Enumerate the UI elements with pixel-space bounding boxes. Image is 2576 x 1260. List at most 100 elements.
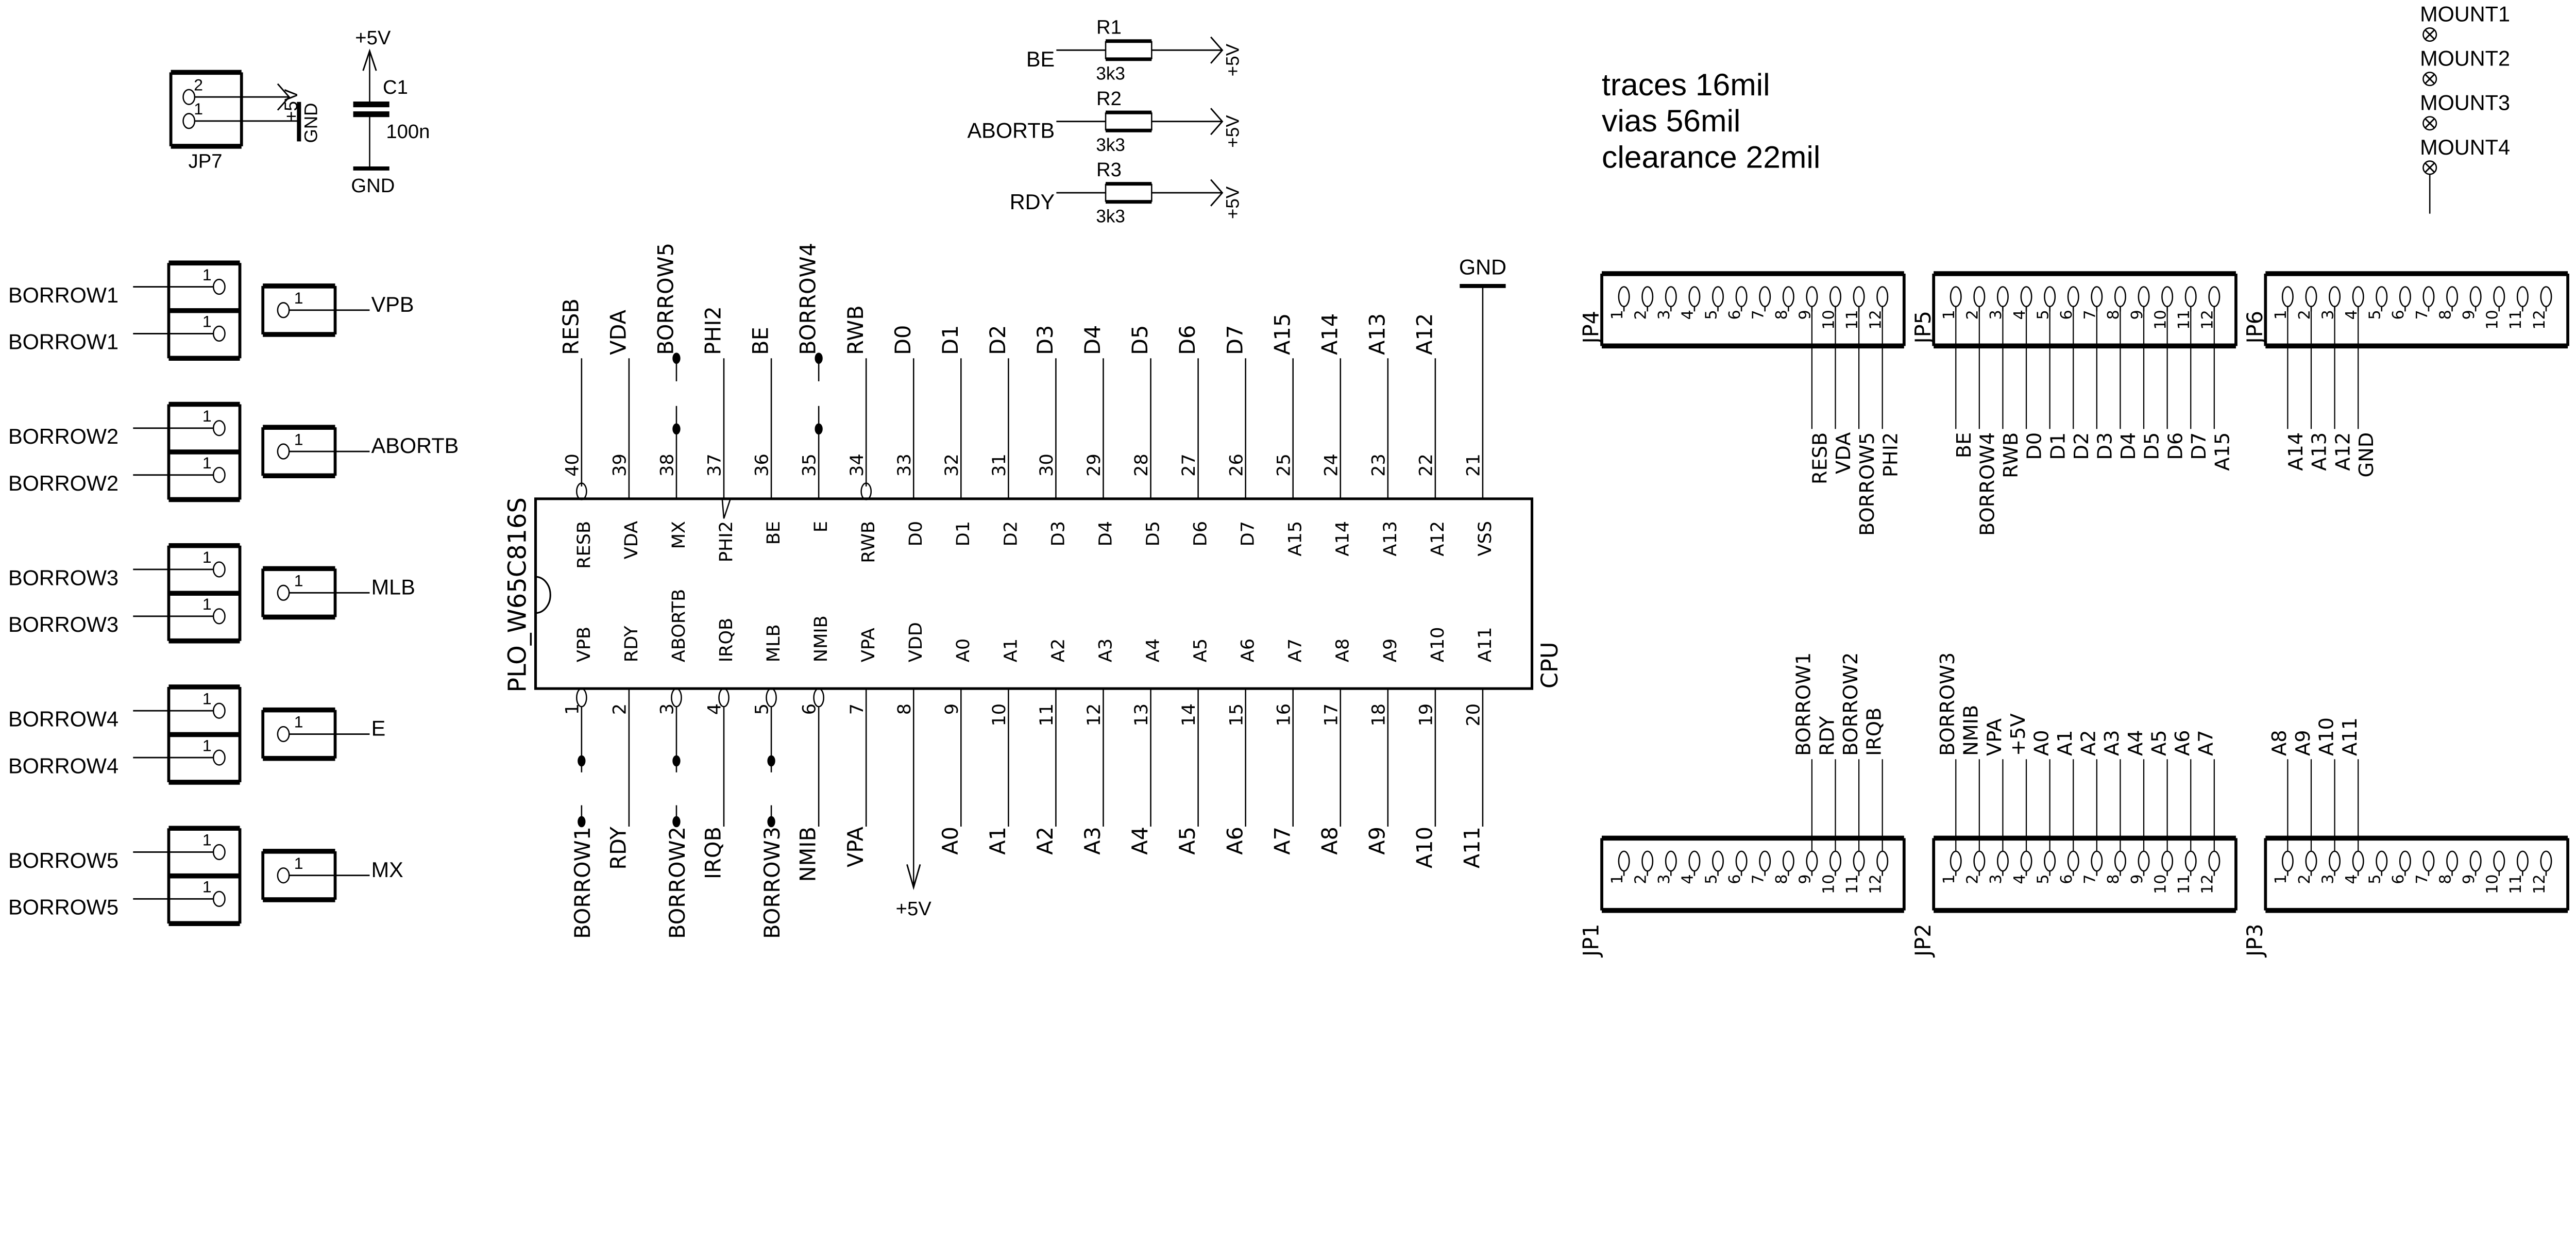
header-name: JP2	[1911, 923, 1936, 958]
cpu-pin-name: D5	[1142, 521, 1163, 546]
jp7-pad	[182, 89, 196, 105]
cpu-pin-name: A7	[1285, 639, 1306, 662]
header-pin-number: 5	[2366, 875, 2384, 884]
jumper-pad	[212, 608, 226, 625]
resistor-value: 3k3	[1096, 135, 1125, 155]
supply-5v-arrow-icon	[362, 48, 377, 71]
cpu-pin-name: RWB	[858, 521, 879, 563]
header-pin-number: 3	[1655, 875, 1673, 884]
header-pin-number: 4	[2011, 310, 2029, 320]
header-pin-number: 3	[1987, 875, 2005, 884]
cpu-pin-name: VSS	[1475, 521, 1496, 557]
resistor-name: R2	[1096, 88, 1122, 110]
header-pad	[1996, 850, 2009, 872]
jumper-net-label: BORROW4	[8, 753, 118, 778]
header-pad	[1829, 850, 1841, 872]
cpu-pin-name: A3	[1095, 639, 1116, 662]
header-pin-number: 1	[1940, 310, 1958, 320]
cpu-net-label: A14	[1317, 313, 1342, 355]
header-pad	[2399, 850, 2411, 872]
header-net-label: A9	[2292, 730, 2315, 756]
cpu-pin-name: BE	[763, 521, 784, 545]
header-pad	[1735, 850, 1748, 872]
cpu-pin-name: ABORTB	[668, 589, 689, 662]
cpu-net-label: A15	[1270, 313, 1295, 355]
cpu-pin-name: D4	[1095, 521, 1116, 546]
single-pin-pad	[277, 584, 290, 601]
cpu-pin-name: A10	[1427, 627, 1448, 663]
cpu-pin-name: IRQB	[716, 618, 737, 662]
single-pin-net-label: MX	[371, 858, 403, 882]
cpu-pin-number: 37	[704, 453, 725, 477]
jumper-pin-number: 1	[202, 407, 212, 425]
header-pad	[1806, 286, 1818, 308]
header-pin-number: 8	[2436, 875, 2454, 884]
header-net-label: A11	[2338, 717, 2362, 756]
cpu-pin-number: 36	[752, 453, 773, 477]
header-pin-number: 5	[2366, 310, 2384, 320]
header-net-label: A4	[2124, 730, 2147, 756]
header-net-label: GND	[2355, 432, 2378, 478]
jumper-pin-number: 1	[202, 548, 212, 566]
header-pad	[2305, 850, 2317, 872]
cpu-pin-number: 5	[752, 703, 773, 715]
cpu-pin-number: 26	[1226, 453, 1247, 477]
header-net-label: BORROW4	[1976, 432, 1999, 536]
header-jp2: JP21BORROW32NMIB3VPA4+5V5A06A17A28A39A41…	[1911, 652, 2238, 958]
header-pad	[2540, 286, 2552, 308]
single-pin-net-label: VPB	[371, 292, 414, 316]
header-pin-number: 7	[2081, 875, 2099, 884]
cpu-net-label: A3	[1080, 827, 1105, 855]
cpu-pin-name: A9	[1380, 639, 1401, 662]
mount-cross	[2424, 73, 2435, 85]
header-net-label: A14	[2284, 432, 2308, 471]
jp7-net-label: GND	[301, 103, 321, 143]
header-net-label: D5	[2141, 432, 2164, 460]
note-text: traces 16mil	[1602, 67, 1770, 102]
header-pin-number: 9	[2128, 310, 2146, 320]
cpu-notch	[535, 576, 551, 614]
cpu-net-label: D7	[1223, 325, 1247, 355]
cpu-net-label: D0	[891, 325, 916, 355]
header-pin-number: 12	[2199, 875, 2217, 895]
header-pad	[1973, 850, 1986, 872]
single-pin-number: 1	[294, 430, 303, 448]
header-pad	[2516, 850, 2529, 872]
header-pad	[2493, 850, 2505, 872]
junction-dot	[672, 816, 681, 828]
jumper-net-label: BORROW1	[8, 283, 118, 307]
single-pin-net-label: MLB	[371, 575, 415, 599]
resistor-value: 3k3	[1096, 207, 1125, 227]
single-pin-pad	[277, 726, 290, 743]
cpu-net-label: A0	[938, 827, 963, 855]
cpu-net-label: RDY	[606, 826, 631, 869]
jumper-pin-number: 1	[202, 312, 212, 331]
header-pin-number: 6	[2058, 310, 2076, 320]
cpu-net-label: BORROW1	[570, 827, 595, 939]
header-net-label: IRQB	[1863, 708, 1886, 756]
header-net-label: D7	[2188, 432, 2211, 460]
supply-5v-arrow-icon	[277, 83, 291, 111]
header-pad	[1876, 850, 1889, 872]
cpu-pin-number: 32	[941, 453, 962, 477]
cpu-net-label: A11	[1460, 827, 1485, 868]
single-pin-number: 1	[294, 854, 303, 872]
single-pin-number: 1	[294, 572, 303, 590]
single-pin-number: 1	[294, 713, 303, 731]
jumper-pin-number: 1	[202, 265, 212, 284]
